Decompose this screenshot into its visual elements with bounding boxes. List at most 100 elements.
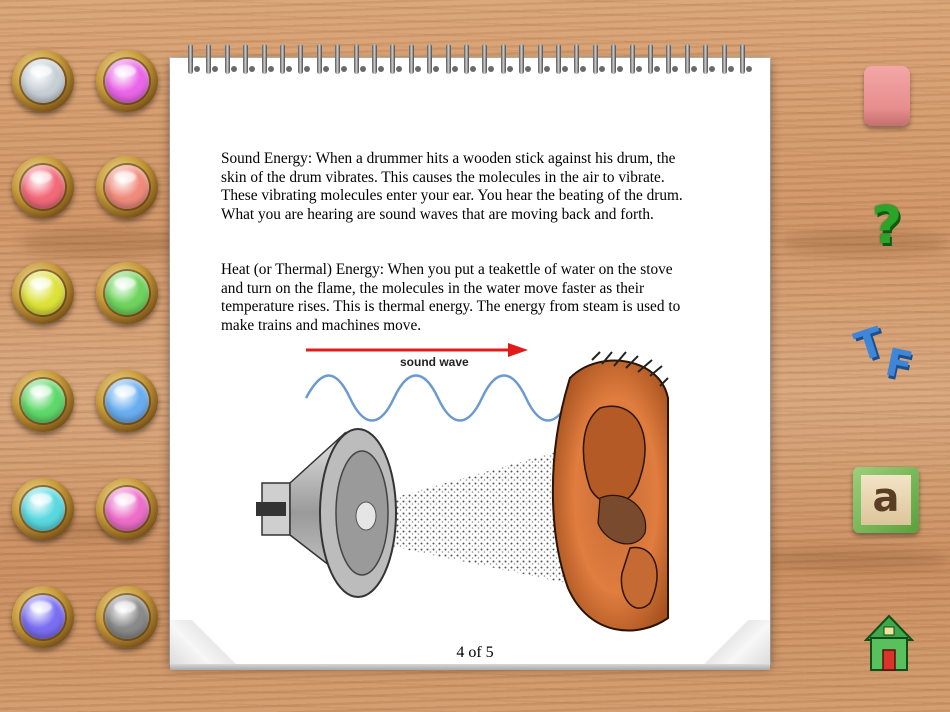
ring-hole xyxy=(525,66,532,72)
spiral-ring xyxy=(408,44,414,74)
speaker-dust-cap xyxy=(355,501,377,531)
color-swatch-6[interactable] xyxy=(96,262,158,324)
spiral-ring xyxy=(684,44,690,74)
color-swatch-3[interactable] xyxy=(12,156,74,218)
spiral-ring xyxy=(390,44,396,74)
spiral-ring xyxy=(500,44,506,74)
spiral-ring xyxy=(353,44,359,74)
sound-wave-illustration: sound wave xyxy=(256,343,669,632)
color-swatch-8[interactable] xyxy=(96,370,158,432)
hair-strokes xyxy=(591,351,669,387)
eraser-button[interactable] xyxy=(864,66,910,126)
ring-hole xyxy=(249,66,256,72)
sound-beam xyxy=(375,448,590,588)
color-swatch-4[interactable] xyxy=(96,156,158,218)
true-false-icon-t: T xyxy=(849,318,890,372)
sound-wave-label: sound wave xyxy=(400,355,469,369)
ring-hole xyxy=(433,66,440,72)
ring-hole xyxy=(727,66,734,72)
spiral-ring xyxy=(721,44,727,74)
ring-hole xyxy=(267,66,274,72)
home-icon xyxy=(863,614,915,671)
spiral-ring xyxy=(740,44,745,74)
ring-hole xyxy=(543,66,550,72)
letter-block-button[interactable]: a xyxy=(853,467,919,533)
ring-hole xyxy=(359,66,366,72)
color-swatch-fill xyxy=(21,379,65,423)
ring-hole xyxy=(304,66,311,72)
sound-energy-paragraph: Sound Energy: When a drummer hits a wood… xyxy=(221,150,683,223)
spiral-ring xyxy=(703,44,709,74)
ring-hole xyxy=(746,66,752,72)
spiral-ring xyxy=(280,44,285,74)
spiral-ring xyxy=(648,44,653,74)
spiral-ring xyxy=(592,44,598,74)
ring-hole xyxy=(414,66,421,72)
ring-hole xyxy=(230,66,237,72)
ring-hole xyxy=(488,66,495,72)
ring-hole xyxy=(690,66,697,72)
ring-hole xyxy=(396,66,403,72)
ear-lobe xyxy=(620,546,658,609)
letter-block-icon: a xyxy=(861,475,911,525)
color-swatch-2[interactable] xyxy=(96,50,158,112)
ring-hole xyxy=(506,66,513,72)
color-swatch-fill xyxy=(21,487,65,531)
spiral-ring xyxy=(188,44,193,74)
ring-hole xyxy=(451,66,458,72)
ring-hole xyxy=(598,66,605,72)
ear-inner xyxy=(582,405,646,505)
spiral-ring xyxy=(372,44,377,74)
help-button[interactable]: ? xyxy=(862,196,912,256)
color-swatch-12[interactable] xyxy=(96,586,158,648)
spiral-ring xyxy=(335,44,341,74)
color-swatch-1[interactable] xyxy=(12,50,74,112)
spiral-ring xyxy=(224,44,230,74)
ring-hole xyxy=(635,66,642,72)
help-icon: ? xyxy=(871,196,903,256)
spiral-ring xyxy=(445,44,451,74)
spiral-ring xyxy=(574,44,580,74)
ring-hole xyxy=(672,66,679,72)
ring-hole xyxy=(378,66,384,72)
color-swatch-fill xyxy=(21,271,65,315)
ring-hole xyxy=(341,66,348,72)
page-curl-right[interactable] xyxy=(680,620,770,664)
color-swatch-5[interactable] xyxy=(12,262,74,324)
spiral-ring xyxy=(556,44,561,74)
color-swatch-10[interactable] xyxy=(96,478,158,540)
heat-energy-paragraph: Heat (or Thermal) Energy: When you put a… xyxy=(221,261,681,334)
color-swatch-fill xyxy=(105,379,149,423)
spiral-ring xyxy=(611,44,617,74)
ring-hole xyxy=(562,66,568,72)
ear-canal xyxy=(597,494,647,545)
color-swatch-fill xyxy=(105,59,149,103)
spiral-ring xyxy=(298,44,304,74)
color-swatch-fill xyxy=(21,595,65,639)
wood-knot xyxy=(760,548,950,570)
speaker-terminal xyxy=(256,502,286,516)
color-swatch-fill xyxy=(105,595,149,639)
spiral-binding xyxy=(184,44,760,78)
color-swatch-fill xyxy=(105,487,149,531)
spiral-ring xyxy=(629,44,635,74)
true-false-button[interactable]: T F xyxy=(849,318,924,388)
ring-hole xyxy=(194,66,200,72)
spiral-ring xyxy=(464,44,469,74)
spiral-ring xyxy=(519,44,525,74)
spiral-ring xyxy=(666,44,672,74)
color-swatch-11[interactable] xyxy=(12,586,74,648)
ring-hole xyxy=(286,66,292,72)
wood-knot xyxy=(780,230,950,256)
true-false-icon-f: F xyxy=(881,339,917,389)
spiral-ring xyxy=(243,44,249,74)
color-swatch-7[interactable] xyxy=(12,370,74,432)
home-button[interactable] xyxy=(863,614,915,672)
ring-hole xyxy=(470,66,476,72)
color-swatch-fill xyxy=(105,165,149,209)
ring-hole xyxy=(709,66,716,72)
color-swatch-9[interactable] xyxy=(12,478,74,540)
spiral-ring xyxy=(261,44,267,74)
ring-hole xyxy=(654,66,660,72)
spiral-ring xyxy=(316,44,322,74)
